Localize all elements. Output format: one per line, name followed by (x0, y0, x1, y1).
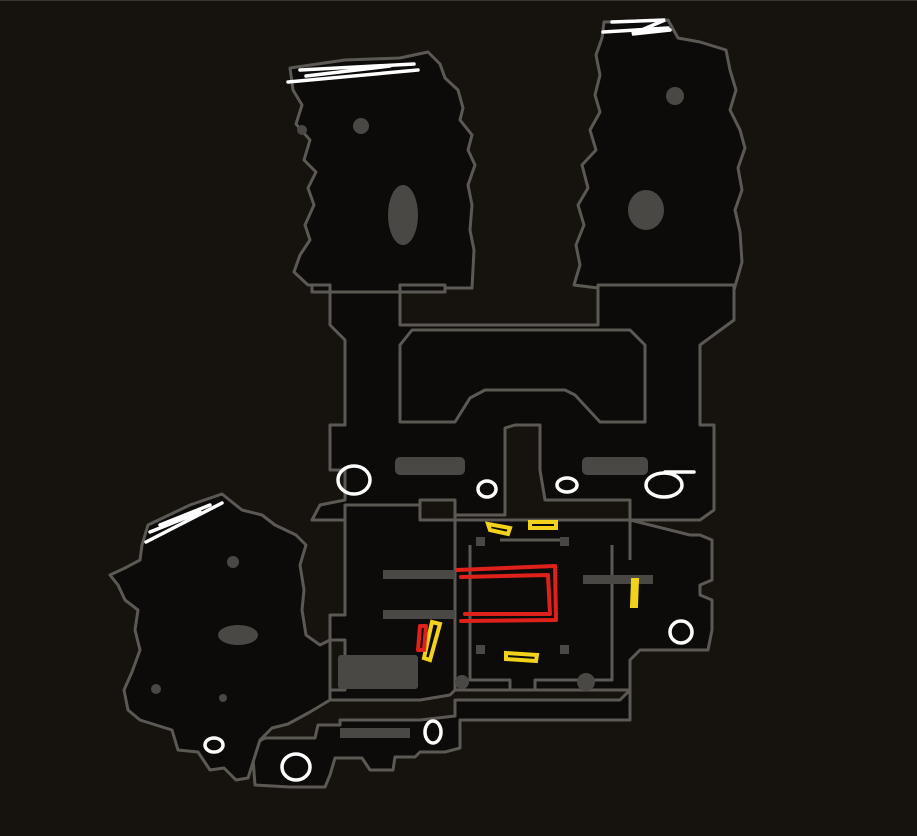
rock (151, 684, 161, 694)
central-hall (310, 283, 736, 522)
white-scribble (286, 62, 420, 84)
crate (476, 537, 485, 546)
rock (353, 118, 369, 134)
rock (297, 125, 307, 135)
white-circle (280, 752, 312, 782)
crate (338, 655, 418, 689)
white-circle (423, 719, 443, 745)
lower-inner-block (453, 512, 632, 690)
inner-walls (398, 328, 647, 690)
hall-inner-block (398, 328, 647, 424)
crate (560, 537, 569, 546)
crate (395, 457, 465, 475)
map-layout (108, 18, 747, 789)
rock (388, 185, 418, 245)
crate (476, 645, 485, 654)
yellow-mark (504, 650, 540, 664)
yellow-annotations (421, 520, 640, 664)
white-circle (668, 619, 694, 645)
pillar (577, 673, 595, 691)
yellow-mark (528, 520, 558, 530)
crate (383, 610, 455, 619)
crate (583, 575, 653, 584)
yellow-mark (629, 578, 640, 608)
red-bracket (455, 564, 558, 623)
white-scribble (601, 18, 672, 36)
top-border (0, 0, 917, 1)
white-annotations (144, 18, 696, 782)
crate (383, 570, 455, 579)
yellow-mark (485, 521, 513, 537)
left-tower (288, 50, 477, 294)
rock (666, 87, 684, 105)
rock (628, 190, 664, 230)
pillar (455, 675, 469, 689)
yellow-mark (421, 619, 443, 663)
rock (227, 556, 239, 568)
red-mark (416, 624, 428, 652)
crate (582, 457, 648, 475)
rock (219, 694, 227, 702)
rock (218, 625, 258, 645)
white-circle (476, 479, 498, 499)
crate (560, 645, 569, 654)
white-scribble (144, 501, 224, 544)
obstacles (151, 87, 684, 738)
red-annotations (416, 564, 558, 652)
crate (340, 728, 410, 738)
white-circle (336, 464, 372, 496)
white-circle (203, 736, 225, 754)
white-circle (555, 476, 579, 494)
